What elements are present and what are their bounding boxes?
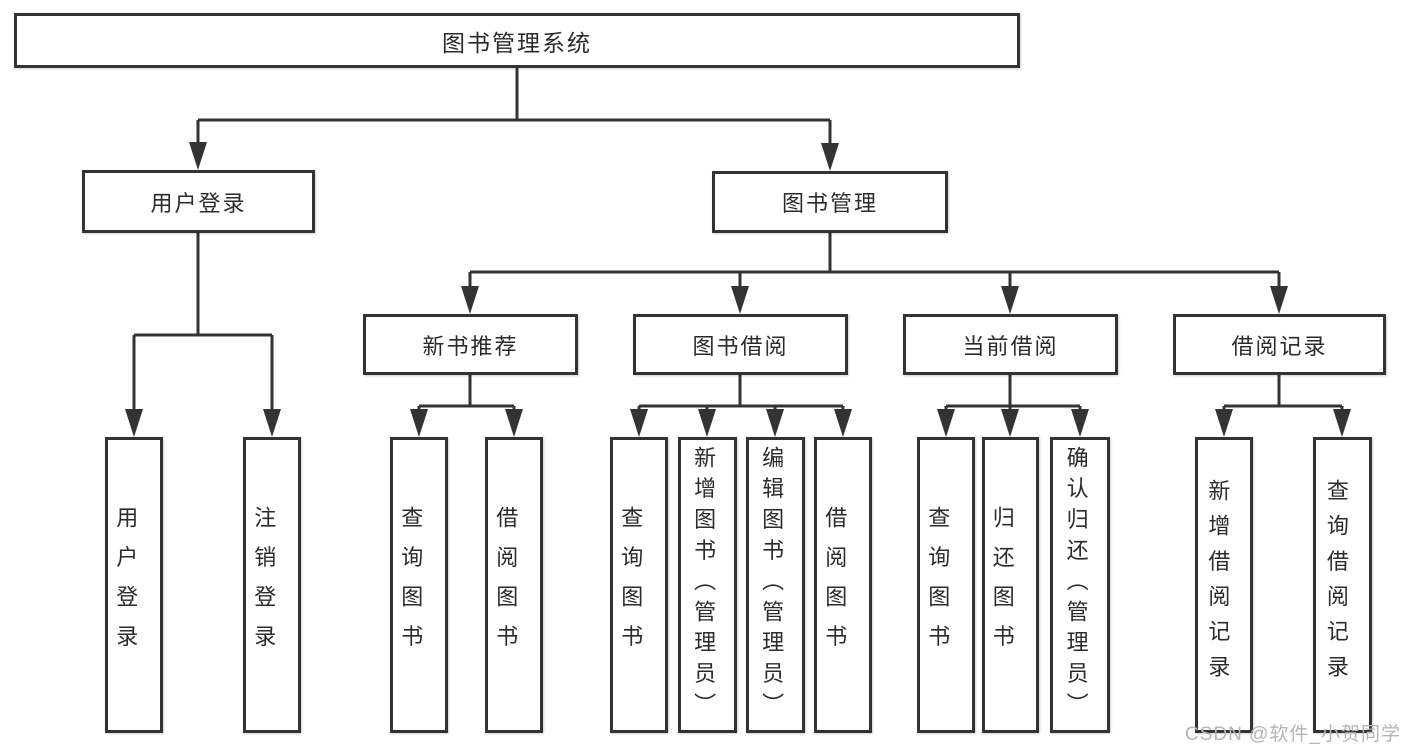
leaf-query-books-current: 查询图书 (917, 437, 975, 733)
node-label: 借阅图书 (822, 505, 848, 665)
leaf-confirm-return-admin: 确认归还（管理员） (1050, 437, 1110, 733)
node-label: 用户登录 (150, 190, 247, 216)
arrowhead-icon (821, 143, 839, 171)
node-book-management: 图书管理 (712, 171, 948, 233)
arrowhead-icon (937, 409, 955, 437)
node-label: 归还图书 (989, 505, 1015, 665)
leaf-borrow-books-recommend: 借阅图书 (485, 437, 543, 733)
leaf-query-books-recommend: 查询图书 (390, 437, 448, 733)
arrowhead-icon (189, 142, 207, 170)
arrowhead-icon (1215, 409, 1233, 437)
arrowhead-icon (731, 286, 749, 314)
leaf-logout: 注销登录 (243, 437, 301, 733)
arrowhead-icon (834, 409, 852, 437)
arrowhead-icon (1071, 409, 1089, 437)
node-label: 图书管理 (781, 191, 878, 216)
node-label: 新增图书（管理员） (691, 446, 717, 724)
node-borrowing-records: 借阅记录 (1173, 314, 1386, 375)
arrowhead-icon (505, 409, 523, 437)
node-label: 图书借阅 (692, 333, 789, 359)
node-library-management-system: 图书管理系统 (14, 13, 1020, 68)
node-current-borrowing: 当前借阅 (903, 314, 1118, 375)
leaf-add-borrow-record: 新增借阅记录 (1195, 437, 1253, 733)
leaf-query-borrow-record: 查询借阅记录 (1313, 437, 1372, 733)
node-label: 查询图书 (618, 505, 644, 665)
node-label: 编辑图书（管理员） (759, 446, 785, 724)
arrowhead-icon (698, 409, 716, 437)
leaf-user-login: 用户登录 (105, 437, 163, 733)
arrowhead-icon (125, 409, 143, 437)
leaf-query-books-borrow: 查询图书 (610, 437, 668, 733)
arrowhead-icon (630, 409, 648, 437)
node-label: 新书推荐 (422, 333, 519, 359)
arrowhead-icon (410, 409, 428, 437)
node-label: 查询图书 (398, 505, 424, 665)
leaf-edit-books-admin: 编辑图书（管理员） (746, 437, 805, 733)
arrowhead-icon (1333, 409, 1351, 437)
leaf-borrow-books: 借阅图书 (814, 437, 872, 733)
node-label: 查询图书 (925, 505, 951, 665)
node-label: 借阅图书 (493, 505, 519, 665)
node-label: 注销登录 (251, 505, 277, 665)
arrowhead-icon (1001, 286, 1019, 314)
node-label: 用户登录 (113, 505, 139, 665)
leaf-return-books: 归还图书 (982, 437, 1039, 733)
node-label: 图书管理系统 (442, 29, 592, 56)
node-user-login: 用户登录 (82, 170, 315, 233)
node-book-borrowing: 图书借阅 (633, 314, 848, 375)
node-new-book-recommendation: 新书推荐 (363, 314, 578, 375)
arrowhead-icon (766, 409, 784, 437)
node-label: 查询借阅记录 (1323, 479, 1349, 691)
node-label: 当前借阅 (962, 333, 1059, 359)
arrowhead-icon (1001, 409, 1019, 437)
node-label: 新增借阅记录 (1205, 479, 1231, 691)
arrowhead-icon (263, 409, 281, 437)
arrowhead-icon (1270, 286, 1288, 314)
watermark: CSDN @软件_小贺同学 (1185, 724, 1401, 745)
arrowhead-icon (461, 286, 479, 314)
node-label: 借阅记录 (1231, 333, 1328, 359)
node-label: 确认归还（管理员） (1063, 446, 1089, 724)
leaf-add-books-admin: 新增图书（管理员） (678, 437, 737, 733)
